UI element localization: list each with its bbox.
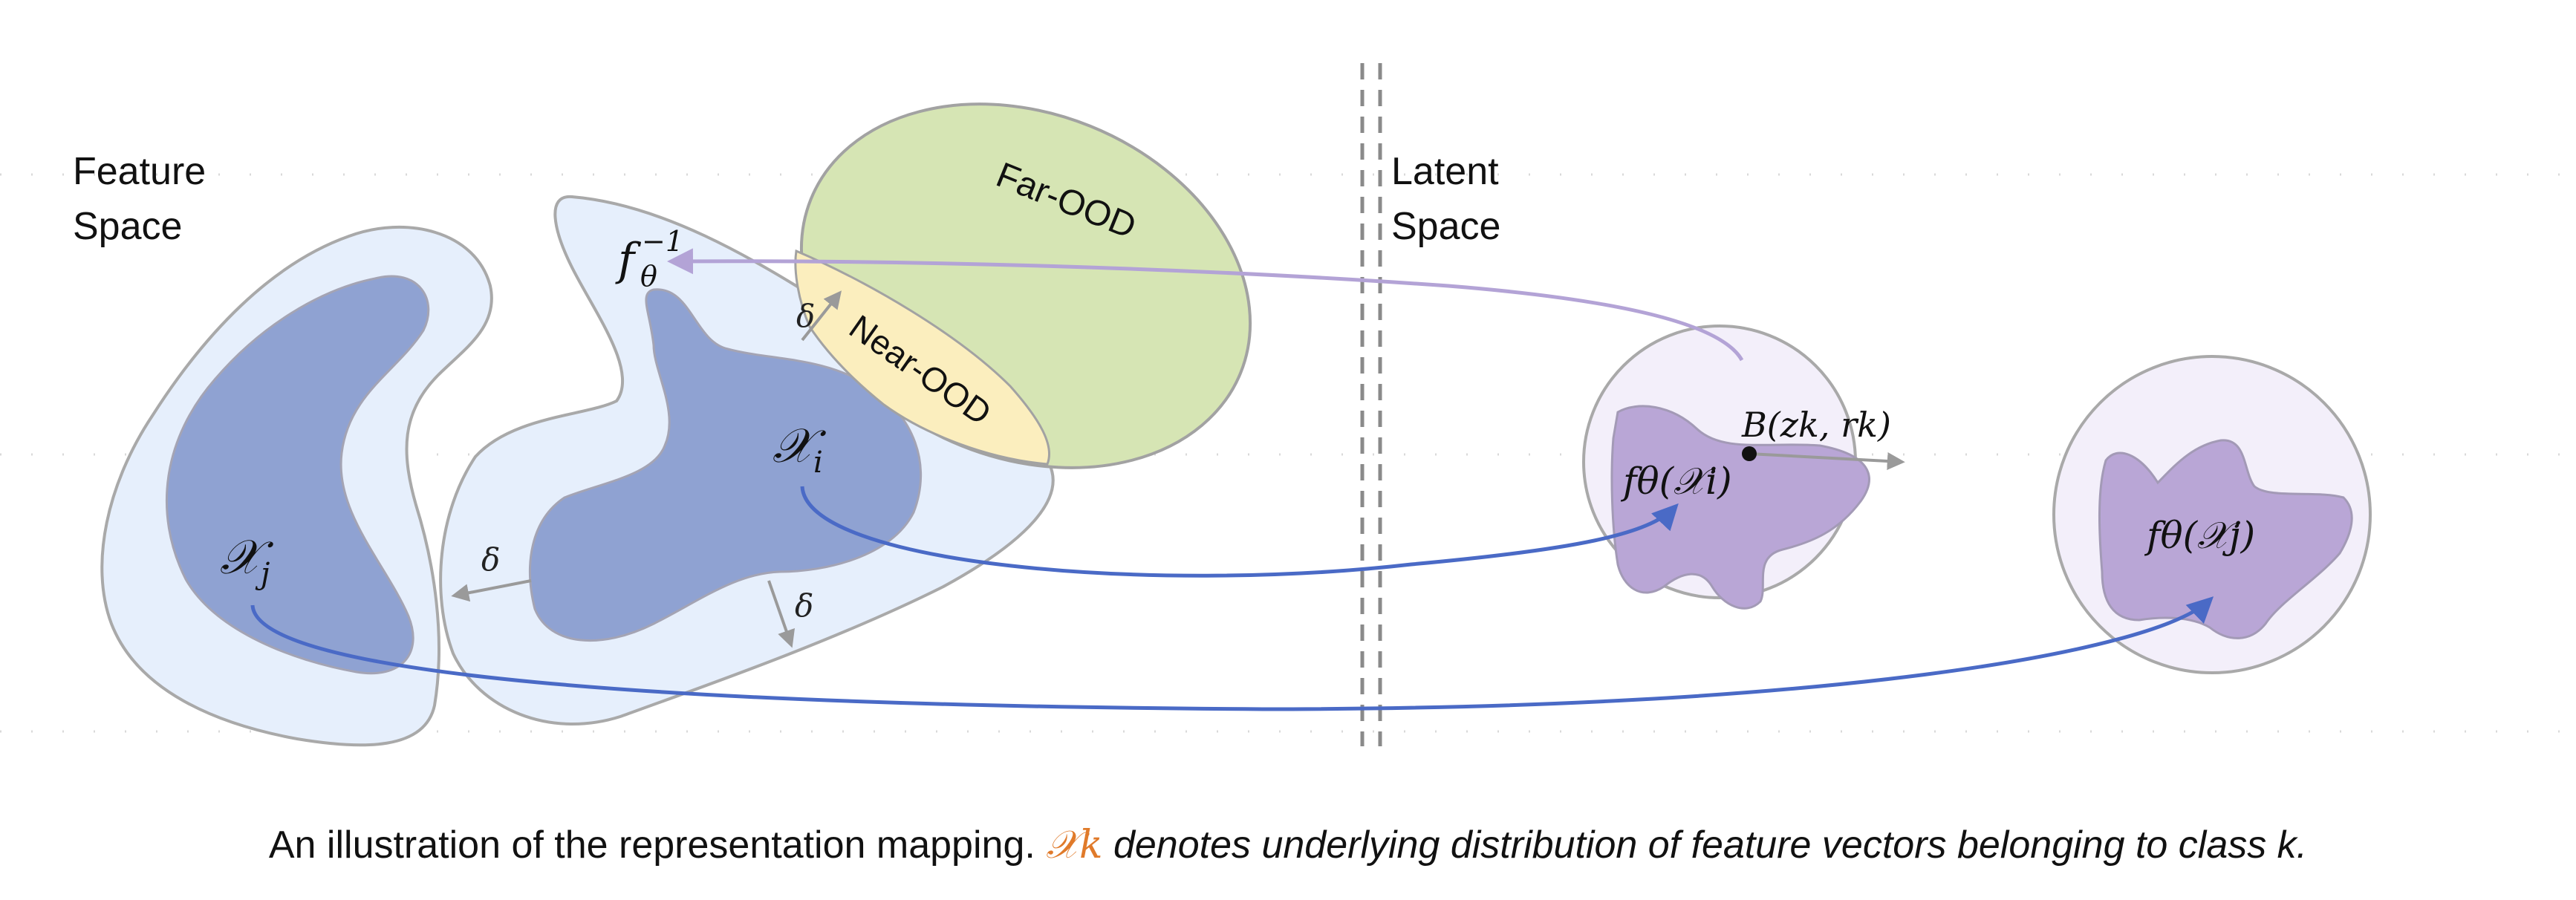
f-inverse-superscript: −1 [642,225,683,258]
ball-center-dot [1742,446,1757,461]
x-i-label: 𝒳i [773,419,827,480]
delta-label-top: δ [796,298,815,334]
f-inverse-theta: θ [640,260,657,293]
inverse-mapping-arrow [667,248,1744,362]
latent-space-label-line2: Space [1391,205,1500,248]
near-ood-region [794,249,1051,466]
class-i-inner-region [528,288,923,642]
feature-space-label-line1: Feature [73,150,206,193]
mapping-arrow-x-j [250,596,2214,711]
delta-arrow-left [451,579,532,602]
f-x-i-label: fθ(𝒳i) [1620,460,1732,503]
delta-label-left: δ [481,541,500,578]
delta-label-bottom: δ [795,587,813,624]
feature-space-label-line2: Space [73,205,182,248]
caption-suffix: denotes underlying distribution of featu… [1113,824,2308,867]
caption-prefix: An illustration of the representation ma… [268,824,1035,867]
ball-radius-arrow [1749,451,1905,470]
latent-space-label-line1: Latent [1391,150,1499,193]
delta-arrow-bottom [767,580,796,648]
class-j-inner-region [165,275,430,675]
latent-region-f-x-j [2098,439,2353,639]
delta-margin-arrows [451,290,842,648]
figure-caption: An illustration of the representation ma… [0,823,2576,868]
caption-symbol: 𝒳k [1046,823,1103,867]
ball-label: B(zk, rk) [1741,405,1891,445]
f-x-j-label: fθ(𝒳j) [2144,514,2255,557]
space-divider [1360,63,1382,746]
mapping-arrow-x-i [800,486,1679,578]
delta-arrow-top [801,290,842,342]
